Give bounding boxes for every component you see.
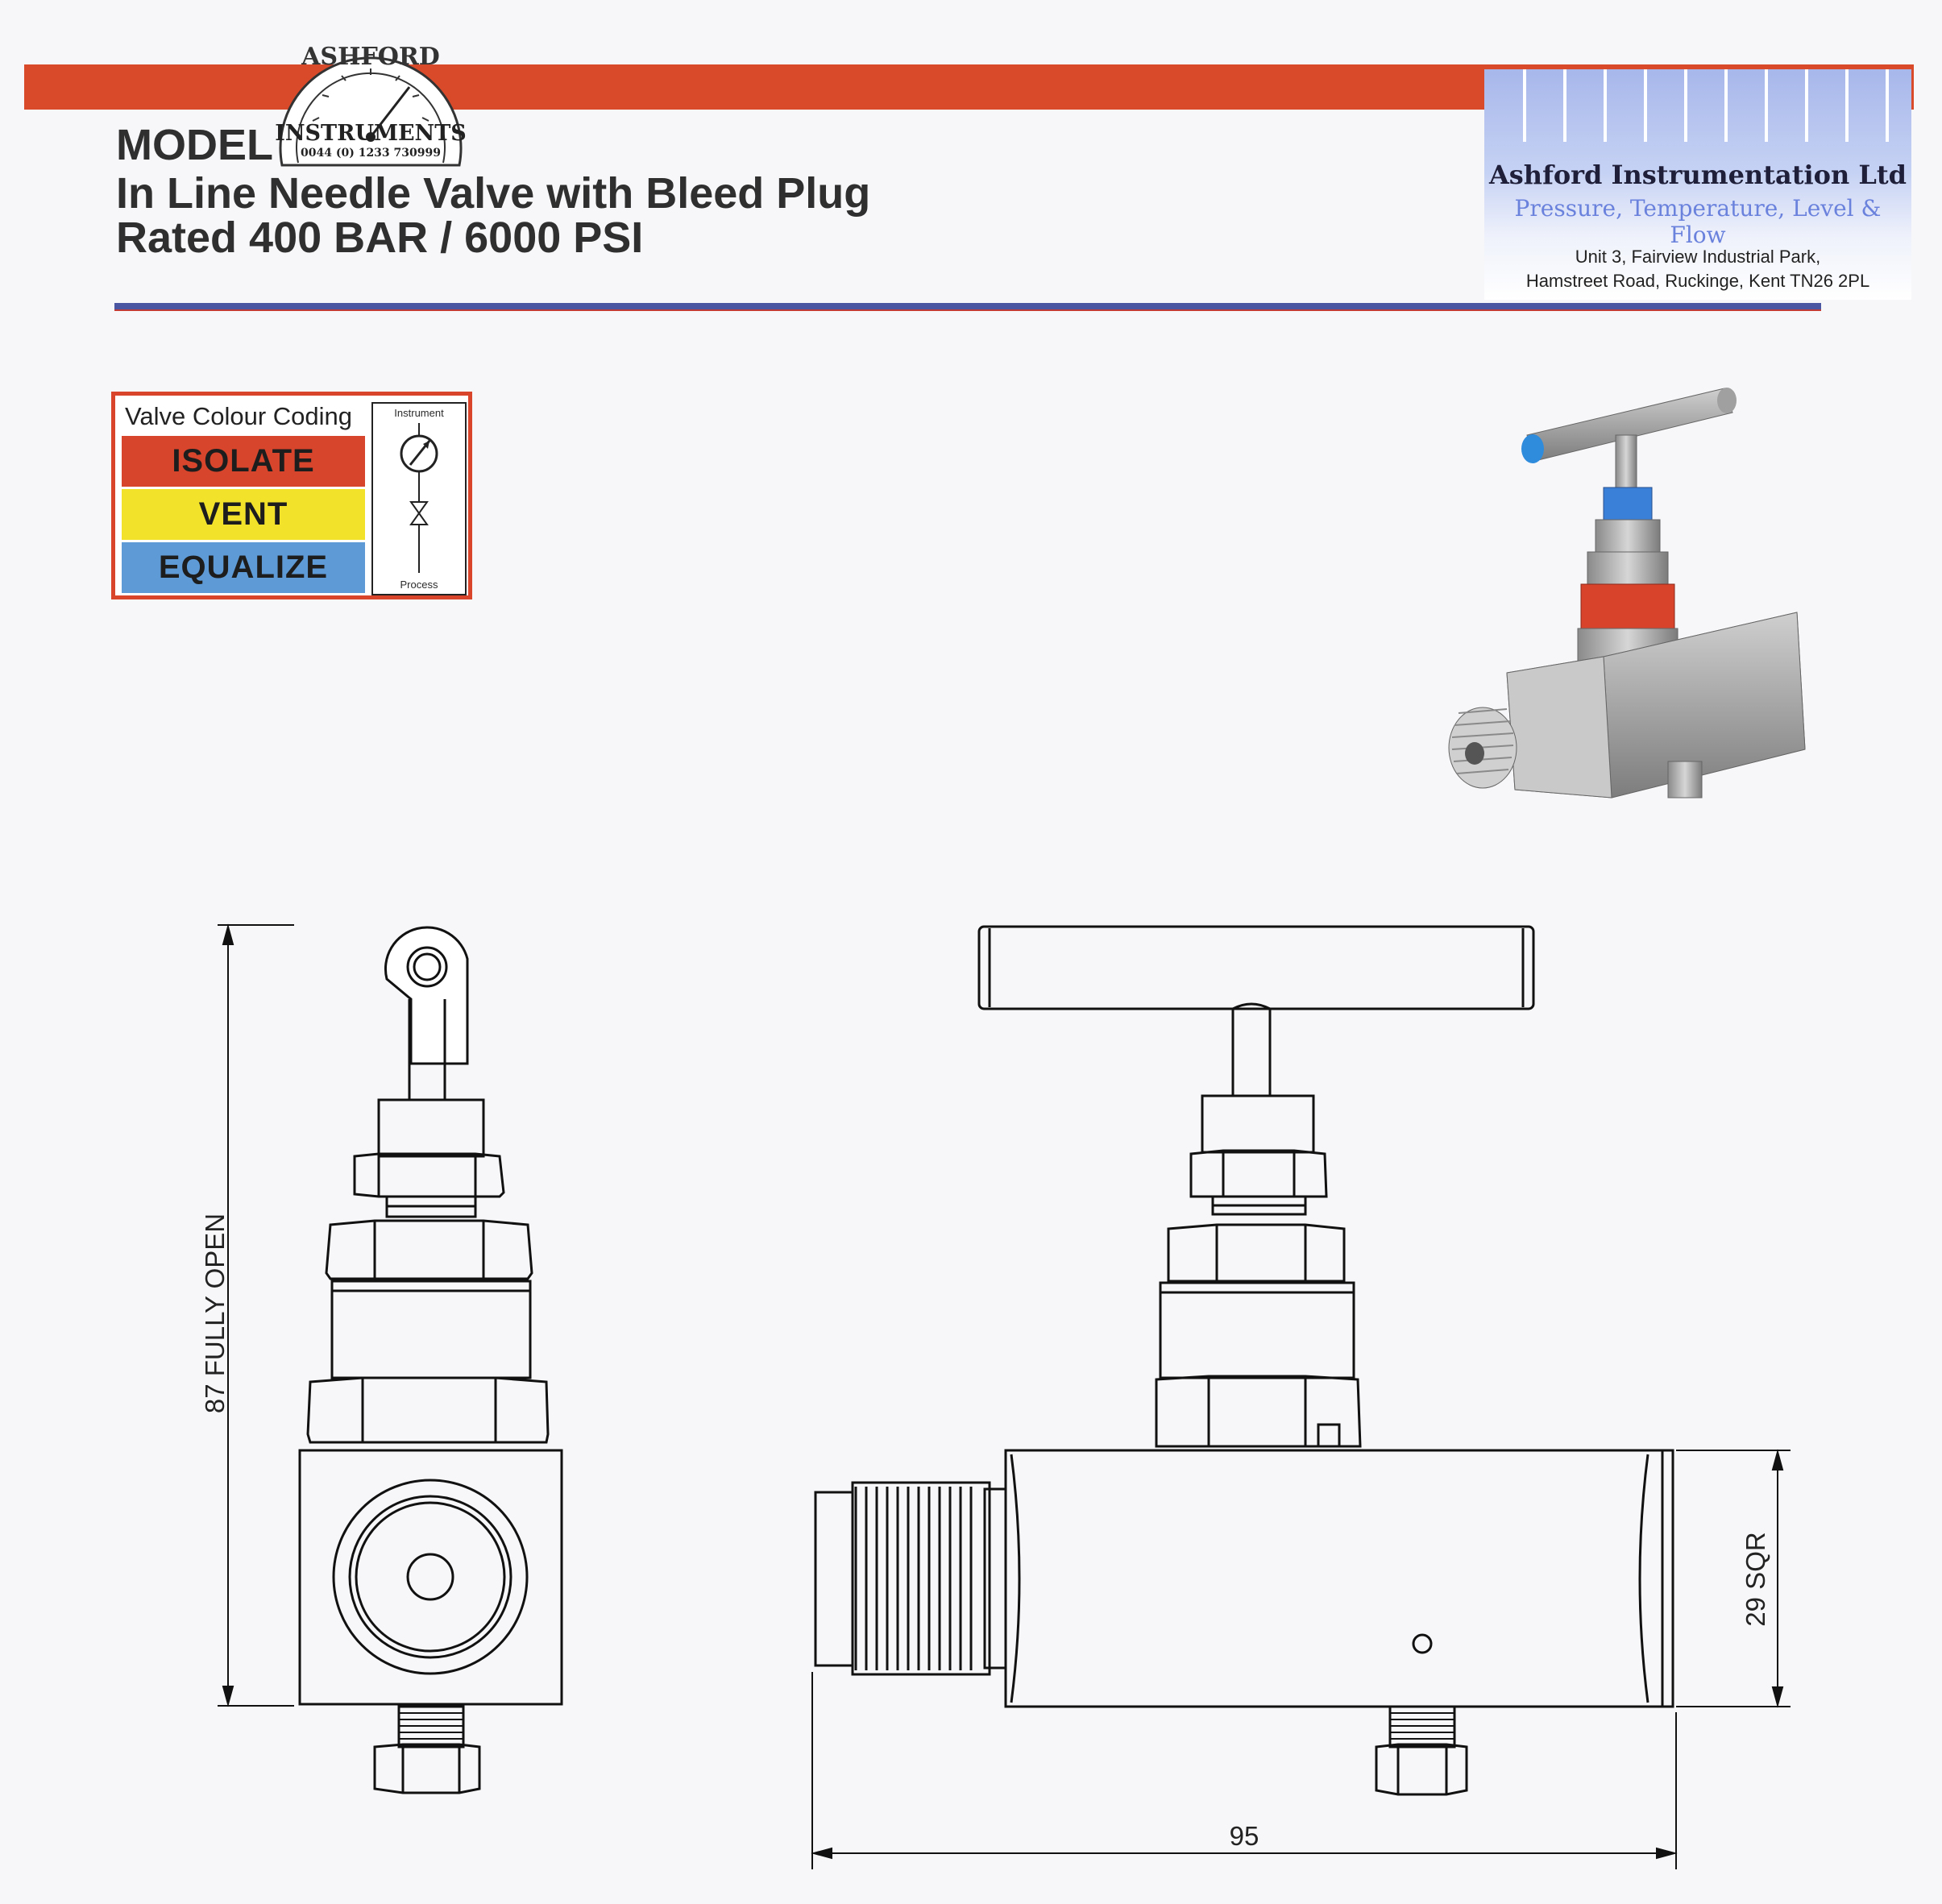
dimension-square <box>1676 1449 1791 1708</box>
logo-phone: 0044 (0) 1233 730999 <box>301 147 441 160</box>
dimension-length-label: 95 <box>1230 1821 1259 1851</box>
company-address-line2: Hamstreet Road, Ruckinge, Kent TN26 2PL <box>1525 271 1870 291</box>
front-view-drawing <box>814 925 1674 1796</box>
company-tagline: Pressure, Temperature, Level & Flow <box>1514 195 1882 248</box>
legend-schematic: Instrument Process <box>371 402 467 595</box>
company-info-box: Ashford Instrumentation Ltd Pressure, Te… <box>1484 69 1911 300</box>
logo-arc-text: ASHFORD <box>301 43 440 71</box>
dimension-length <box>811 1672 1678 1869</box>
valve-colour-legend: Valve Colour Coding ISOLATE VENT EQUALIZ… <box>111 392 472 599</box>
legend-band-equalize: EQUALIZE <box>122 542 365 593</box>
company-name: Ashford Instrumentation Ltd <box>1488 160 1907 190</box>
product-rating: Rated 400 BAR / 6000 PSI <box>116 214 644 262</box>
ashford-logo-gauge: ASHFORD <box>279 43 463 167</box>
schematic-top-label: Instrument <box>394 407 444 419</box>
logo-wordmark: INSTRUMENTS <box>275 121 467 146</box>
side-view-drawing <box>298 926 563 1794</box>
model-label: MODEL <box>116 121 273 169</box>
dimension-height <box>218 923 294 1707</box>
dimension-height-label: 87 FULLY OPEN <box>200 1213 230 1413</box>
valve-3d-render <box>1448 388 1806 799</box>
header-divider-rule <box>114 303 1821 311</box>
dimension-square-label: 29 SQR <box>1741 1532 1770 1626</box>
legend-band-isolate: ISOLATE <box>122 436 365 487</box>
legend-band-vent: VENT <box>122 489 365 540</box>
company-box-stripes <box>1523 69 1889 142</box>
legend-title: Valve Colour Coding <box>125 402 353 430</box>
company-address-line1: Unit 3, Fairview Industrial Park, <box>1575 247 1821 267</box>
product-title: In Line Needle Valve with Bleed Plug <box>116 169 871 218</box>
gauge-valve-symbol-icon <box>400 423 438 573</box>
schematic-bottom-label: Process <box>400 579 438 591</box>
